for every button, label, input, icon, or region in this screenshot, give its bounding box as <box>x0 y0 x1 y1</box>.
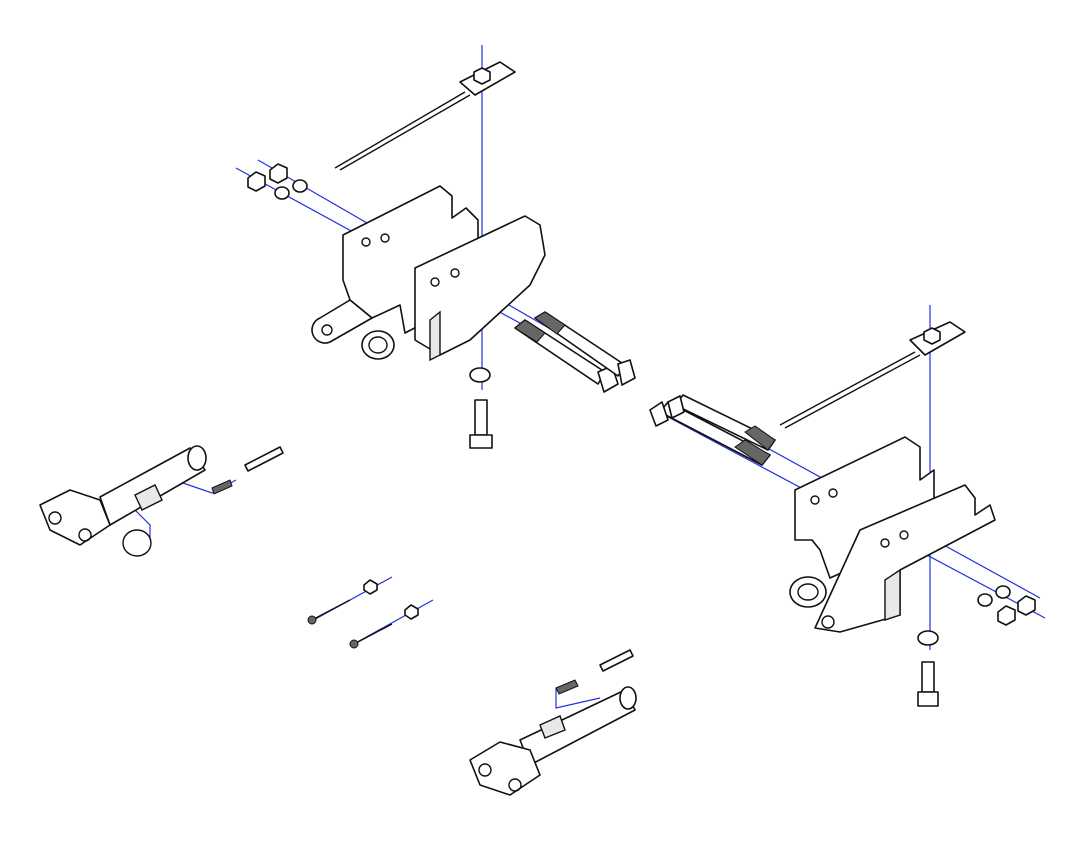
upper-nuts-washers <box>247 163 308 200</box>
left-clevis-pin <box>39 445 207 557</box>
left-small-pins <box>211 446 284 495</box>
upper-vertical-bolt <box>469 367 493 449</box>
upper-plate-tie <box>334 61 516 171</box>
upper-long-bolts <box>514 311 636 393</box>
right-long-bolts <box>649 394 776 466</box>
right-nuts-washers <box>977 585 1036 626</box>
right-vertical-bolt <box>917 630 939 707</box>
upper-bracket <box>311 185 546 362</box>
right-plate-tie <box>779 321 966 429</box>
lower-clevis-pin <box>469 649 637 796</box>
right-bracket <box>789 436 996 633</box>
screws <box>307 579 419 649</box>
